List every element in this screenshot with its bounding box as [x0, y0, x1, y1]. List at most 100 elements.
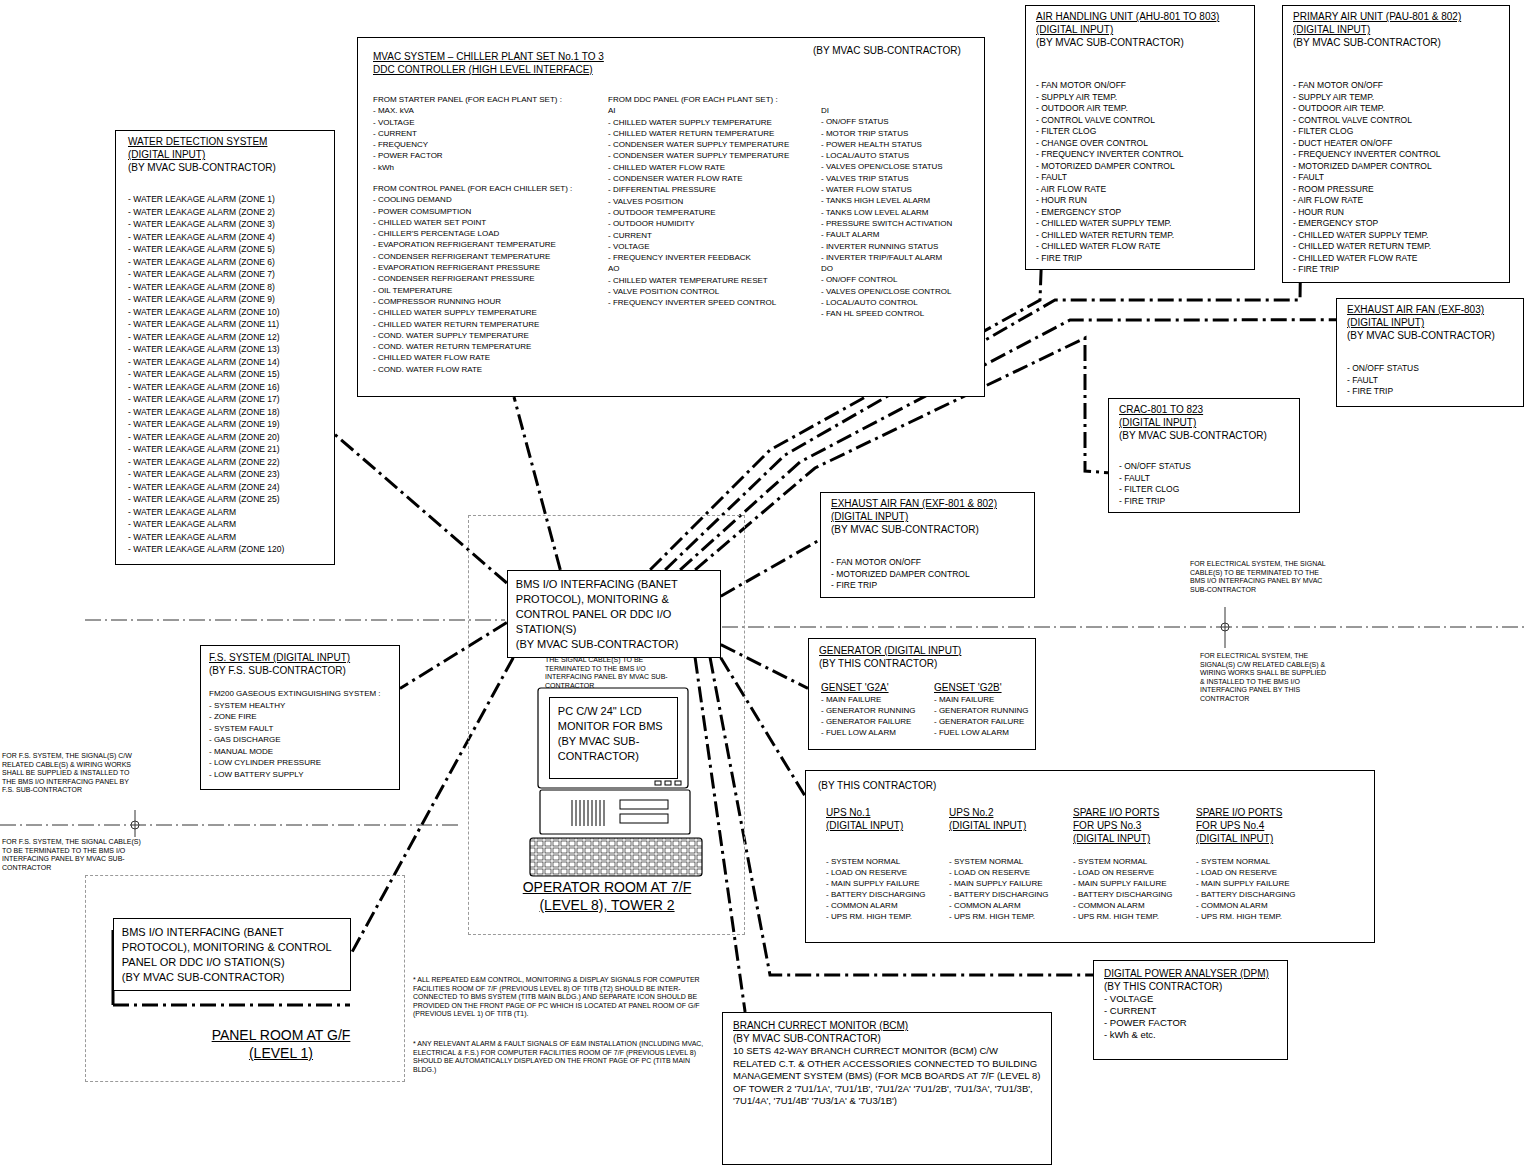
signal-item: - CHILLED WATER SUPPLY TEMPERATURE — [373, 307, 572, 318]
text-column: UPS No.1(DIGITAL INPUT) — [826, 806, 903, 832]
signal-item: AO — [608, 263, 789, 274]
text-column: DIGITAL POWER ANALYSER (DPM)(BY THIS CON… — [1104, 967, 1269, 1041]
signal-item: - PRESSURE SWITCH ACTIVATION — [821, 218, 952, 229]
signal-item: - COND. WATER FLOW RATE — [373, 364, 572, 375]
signal-item: - ZONE FIRE — [209, 711, 381, 723]
signal-item: - COOLING DEMAND — [373, 194, 572, 205]
signal-item: - SUPPLY AIR TEMP. — [1036, 92, 1184, 104]
signal-item: - COMMON ALARM — [949, 900, 1049, 911]
signal-item: - WATER LEAKAGE ALARM (ZONE 3) — [128, 218, 284, 231]
signal-item: - FUEL LOW ALARM — [821, 727, 915, 738]
signal-item: - ON/OFF STATUS — [1347, 363, 1419, 375]
monitor-button — [655, 781, 661, 785]
box-heading: MVAC SYSTEM – CHILLER PLANT SET No.1 TO … — [373, 50, 604, 63]
signal-item: - WATER LEAKAGE ALARM (ZONE 7) — [128, 268, 284, 281]
signal-item: - VALVES OPEN/CLOSE CONTROL — [821, 286, 952, 297]
signal-item: - CURRENT — [1104, 1005, 1269, 1017]
signal-item: - LOCAL/AUTO CONTROL — [821, 297, 952, 308]
signal-item: - SYSTEM FAULT — [209, 723, 381, 735]
signal-item: - CONDENSER WATER FLOW RATE — [608, 173, 789, 184]
text-column: DI- ON/OFF STATUS- MOTOR TRIP STATUS- PO… — [821, 105, 952, 320]
signal-item: - MAIN FAILURE — [821, 694, 915, 705]
signal-item: FROM CONTROL PANEL (FOR EACH CHILLER SET… — [373, 183, 572, 194]
box-heading: GENSET 'G2A' — [821, 681, 915, 694]
signal-item: - UPS RM. HIGH TEMP. — [1073, 911, 1173, 922]
box-heading: (BY F.S. SUB-CONTRACTOR) — [209, 664, 350, 677]
signal-item: - CONDENSER REFRIGERANT PRESSURE — [373, 273, 572, 284]
signal-item: - FREQUENCY INVERTER CONTROL — [1293, 149, 1441, 161]
signal-link — [514, 397, 560, 570]
text-column: - SYSTEM NORMAL- LOAD ON RESERVE- MAIN S… — [1073, 856, 1173, 922]
signal-item: - CHILLED WATER RETURN TEMP. — [1293, 241, 1441, 253]
signal-item: - FAULT — [1293, 172, 1441, 184]
signal-item: - FREQUENCY INVERTER FEEDBACK — [608, 252, 789, 263]
signal-item: - FAN MOTOR ON/OFF — [831, 557, 970, 569]
signal-item: - GENERATOR RUNNING — [821, 705, 915, 716]
box-heading: (DIGITAL INPUT) — [128, 148, 276, 161]
crosshair — [131, 821, 139, 829]
signal-item: - CHILLED WATER SET POINT — [373, 217, 572, 228]
monitor-bezel — [538, 688, 688, 788]
system-box: MVAC SYSTEM – CHILLER PLANT SET No.1 TO … — [357, 37, 985, 397]
signal-item: - ON/OFF CONTROL — [821, 274, 952, 285]
signal-item: - TANKS LOW LEVEL ALARM — [821, 207, 952, 218]
signal-item: - UPS RM. HIGH TEMP. — [1196, 911, 1296, 922]
signal-item: - VOLTAGE — [608, 241, 789, 252]
signal-item: - WATER LEAKAGE ALARM (ZONE 15) — [128, 368, 284, 381]
signal-item: - SYSTEM NORMAL — [1196, 856, 1296, 867]
box-heading: BRANCH CURRECT MONITOR (BCM) — [733, 1019, 1041, 1032]
text-column: - ON/OFF STATUS- FAULT- FIRE TRIP — [1347, 363, 1419, 398]
text-column: WATER DETECTION SYSTEM(DIGITAL INPUT)(BY… — [128, 135, 276, 174]
signal-item: 10 SETS 42-WAY BRANCH CURRECT MONITOR (B… — [733, 1045, 1041, 1108]
system-box: F.S. SYSTEM (DIGITAL INPUT)(BY F.S. SUB-… — [200, 645, 400, 790]
box-heading: (BY MVAC SUB-CONTRACTOR) — [1119, 429, 1267, 442]
text-column: - SYSTEM NORMAL- LOAD ON RESERVE- MAIN S… — [826, 856, 926, 922]
box-heading: PRIMARY AIR UNIT (PAU-801 & 802) — [1293, 10, 1461, 23]
signal-item: - COND. WATER SUPPLY TEMPERATURE — [373, 330, 572, 341]
box-heading: GENERATOR (DIGITAL INPUT) — [819, 644, 961, 657]
signal-item: - FILTER CLOG — [1119, 484, 1191, 496]
box-heading: (BY MVAC SUB-CONTRACTOR) — [516, 637, 713, 652]
text-column: OPERATOR ROOM AT 7/F (LEVEL 8), TOWER 2 — [517, 878, 697, 914]
signal-item: - CHILLED WATER RETURN TEMPERATURE — [373, 319, 572, 330]
signal-item: - FREQUENCY INVERTER SPEED CONTROL — [608, 297, 789, 308]
box-heading: BMS I/O INTERFACING (BANET PROTOCOL), MO… — [122, 925, 343, 970]
note-text: FOR ELECTRICAL SYSTEM, THE SIGNAL(S) C/W… — [1200, 652, 1328, 703]
text-column: CRAC-801 TO 823(DIGITAL INPUT)(BY MVAC S… — [1119, 403, 1267, 442]
signal-item: DO — [821, 263, 952, 274]
signal-item: - FILTER CLOG — [1293, 126, 1441, 138]
box-heading: (BY MVAC SUB-CONTRACTOR) — [1347, 329, 1495, 342]
signal-item: - LOAD ON RESERVE — [1196, 867, 1296, 878]
box-heading: (DIGITAL INPUT) — [949, 819, 1026, 832]
system-box: PRIMARY AIR UNIT (PAU-801 & 802)(DIGITAL… — [1282, 5, 1510, 283]
text-column: BMS I/O INTERFACING (BANET PROTOCOL), MO… — [516, 577, 713, 652]
signal-item: - WATER LEAKAGE ALARM (ZONE 8) — [128, 281, 284, 294]
text-column: GENSET 'G2B'- MAIN FAILURE- GENERATOR RU… — [934, 681, 1028, 738]
signal-item: - WATER LEAKAGE ALARM (ZONE 10) — [128, 306, 284, 319]
text-column: - SYSTEM NORMAL- LOAD ON RESERVE- MAIN S… — [949, 856, 1049, 922]
signal-item: - CHILLED WATER FLOW RATE — [608, 162, 789, 173]
system-box: WATER DETECTION SYSTEM(DIGITAL INPUT)(BY… — [115, 130, 335, 565]
signal-item: - FIRE TRIP — [831, 580, 970, 592]
signal-item: - LOAD ON RESERVE — [826, 867, 926, 878]
note-text: FOR ELECTRICAL SYSTEM, THE SIGNAL CABLE(… — [1190, 560, 1330, 594]
signal-item: - CHANGE OVER CONTROL — [1036, 138, 1184, 150]
text-column: F.S. SYSTEM (DIGITAL INPUT)(BY F.S. SUB-… — [209, 651, 350, 677]
signal-item: - WATER LEAKAGE ALARM (ZONE 4) — [128, 231, 284, 244]
signal-item: - VOLTAGE — [373, 117, 562, 128]
box-heading: CRAC-801 TO 823 — [1119, 403, 1267, 416]
signal-item: - FILTER CLOG — [1036, 126, 1184, 138]
signal-item: - VALVES TRIP STATUS — [821, 173, 952, 184]
signal-item: - WATER LEAKAGE ALARM (ZONE 18) — [128, 406, 284, 419]
signal-item: - WATER LEAKAGE ALARM (ZONE 13) — [128, 343, 284, 356]
signal-item: - FAULT — [1347, 375, 1419, 387]
signal-item: - COND. WATER RETURN TEMPERATURE — [373, 341, 572, 352]
signal-item: - EMERGENCY STOP — [1293, 218, 1441, 230]
system-box: (BY THIS CONTRACTOR)UPS No.1(DIGITAL INP… — [805, 770, 1375, 943]
signal-item: - FUEL LOW ALARM — [934, 727, 1028, 738]
box-heading: PANEL ROOM AT G/F (LEVEL 1) — [206, 1026, 356, 1062]
signal-item: - MAX. kVA — [373, 105, 562, 116]
signal-item: - CHILLED WATER SUPPLY TEMP. — [1036, 218, 1184, 230]
signal-item: - BATTERY DISCHARGING — [1196, 889, 1296, 900]
box-heading: AIR HANDLING UNIT (AHU-801 TO 803) — [1036, 10, 1219, 23]
